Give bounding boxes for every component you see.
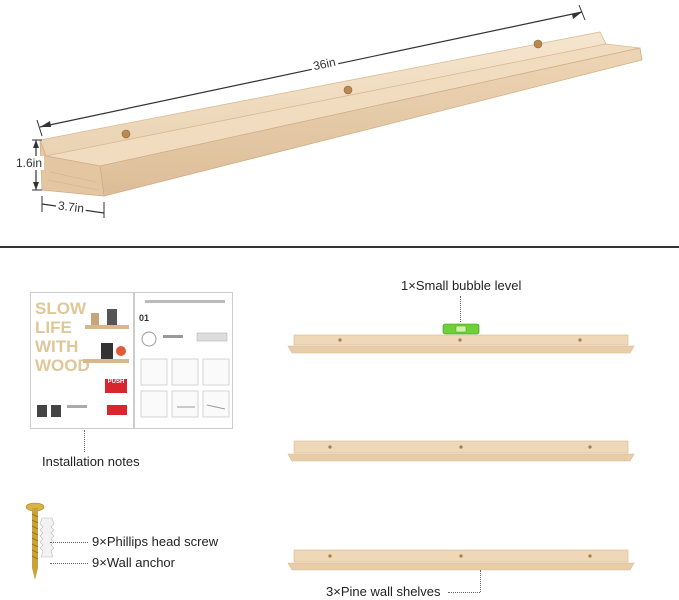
cover-icons — [37, 405, 127, 417]
screw-hole — [343, 85, 353, 95]
manual-diagrams — [140, 331, 230, 418]
anchor-leader-line — [50, 563, 88, 564]
long-shelf-illustration — [32, 4, 643, 218]
push-label: PUSH — [107, 379, 125, 385]
height-label: 1.6in — [14, 156, 45, 170]
push-badge: PUSH — [105, 379, 127, 393]
manual-cover: SLOW LIFE WITH WOOD PUSH — [30, 292, 134, 429]
manual-header-line — [145, 300, 225, 303]
screw-and-anchor-illustration — [25, 502, 55, 580]
pine-shelf-1 — [287, 334, 635, 354]
screw-hole — [533, 39, 543, 49]
bubble-level-icon — [442, 323, 480, 335]
screw-leader-line — [50, 542, 88, 543]
shelves-illustration — [287, 323, 635, 571]
bubble-level-caption: 1×Small bubble level — [401, 278, 522, 293]
shelves-leader-vertical — [480, 570, 481, 592]
pine-shelf-2 — [287, 440, 635, 462]
shelf-end-grain — [39, 139, 105, 197]
section-divider — [0, 246, 679, 248]
level-leader-line — [460, 296, 461, 322]
manual-instructions-page: 01 — [134, 292, 233, 429]
installation-notes-caption: Installation notes — [42, 454, 140, 469]
notes-leader-line — [84, 430, 85, 452]
cover-line-4: WOOD — [35, 356, 90, 375]
shelves-leader-line — [448, 592, 480, 593]
cover-line-2: LIFE — [35, 318, 72, 337]
manual-page-number: 01 — [139, 313, 150, 323]
shelves-caption: 3×Pine wall shelves — [326, 584, 441, 599]
anchor-caption: 9×Wall anchor — [92, 555, 175, 570]
manual-cover-title: SLOW LIFE WITH WOOD — [35, 299, 90, 375]
cover-line-3: WITH — [35, 337, 79, 356]
wall-anchor-icon — [39, 517, 55, 558]
cover-shelf-photo — [83, 309, 129, 363]
screw-hole — [121, 129, 131, 139]
cover-line-1: SLOW — [35, 299, 86, 318]
pine-shelf-3 — [287, 549, 635, 571]
screw-caption: 9×Phillips head screw — [92, 534, 219, 549]
